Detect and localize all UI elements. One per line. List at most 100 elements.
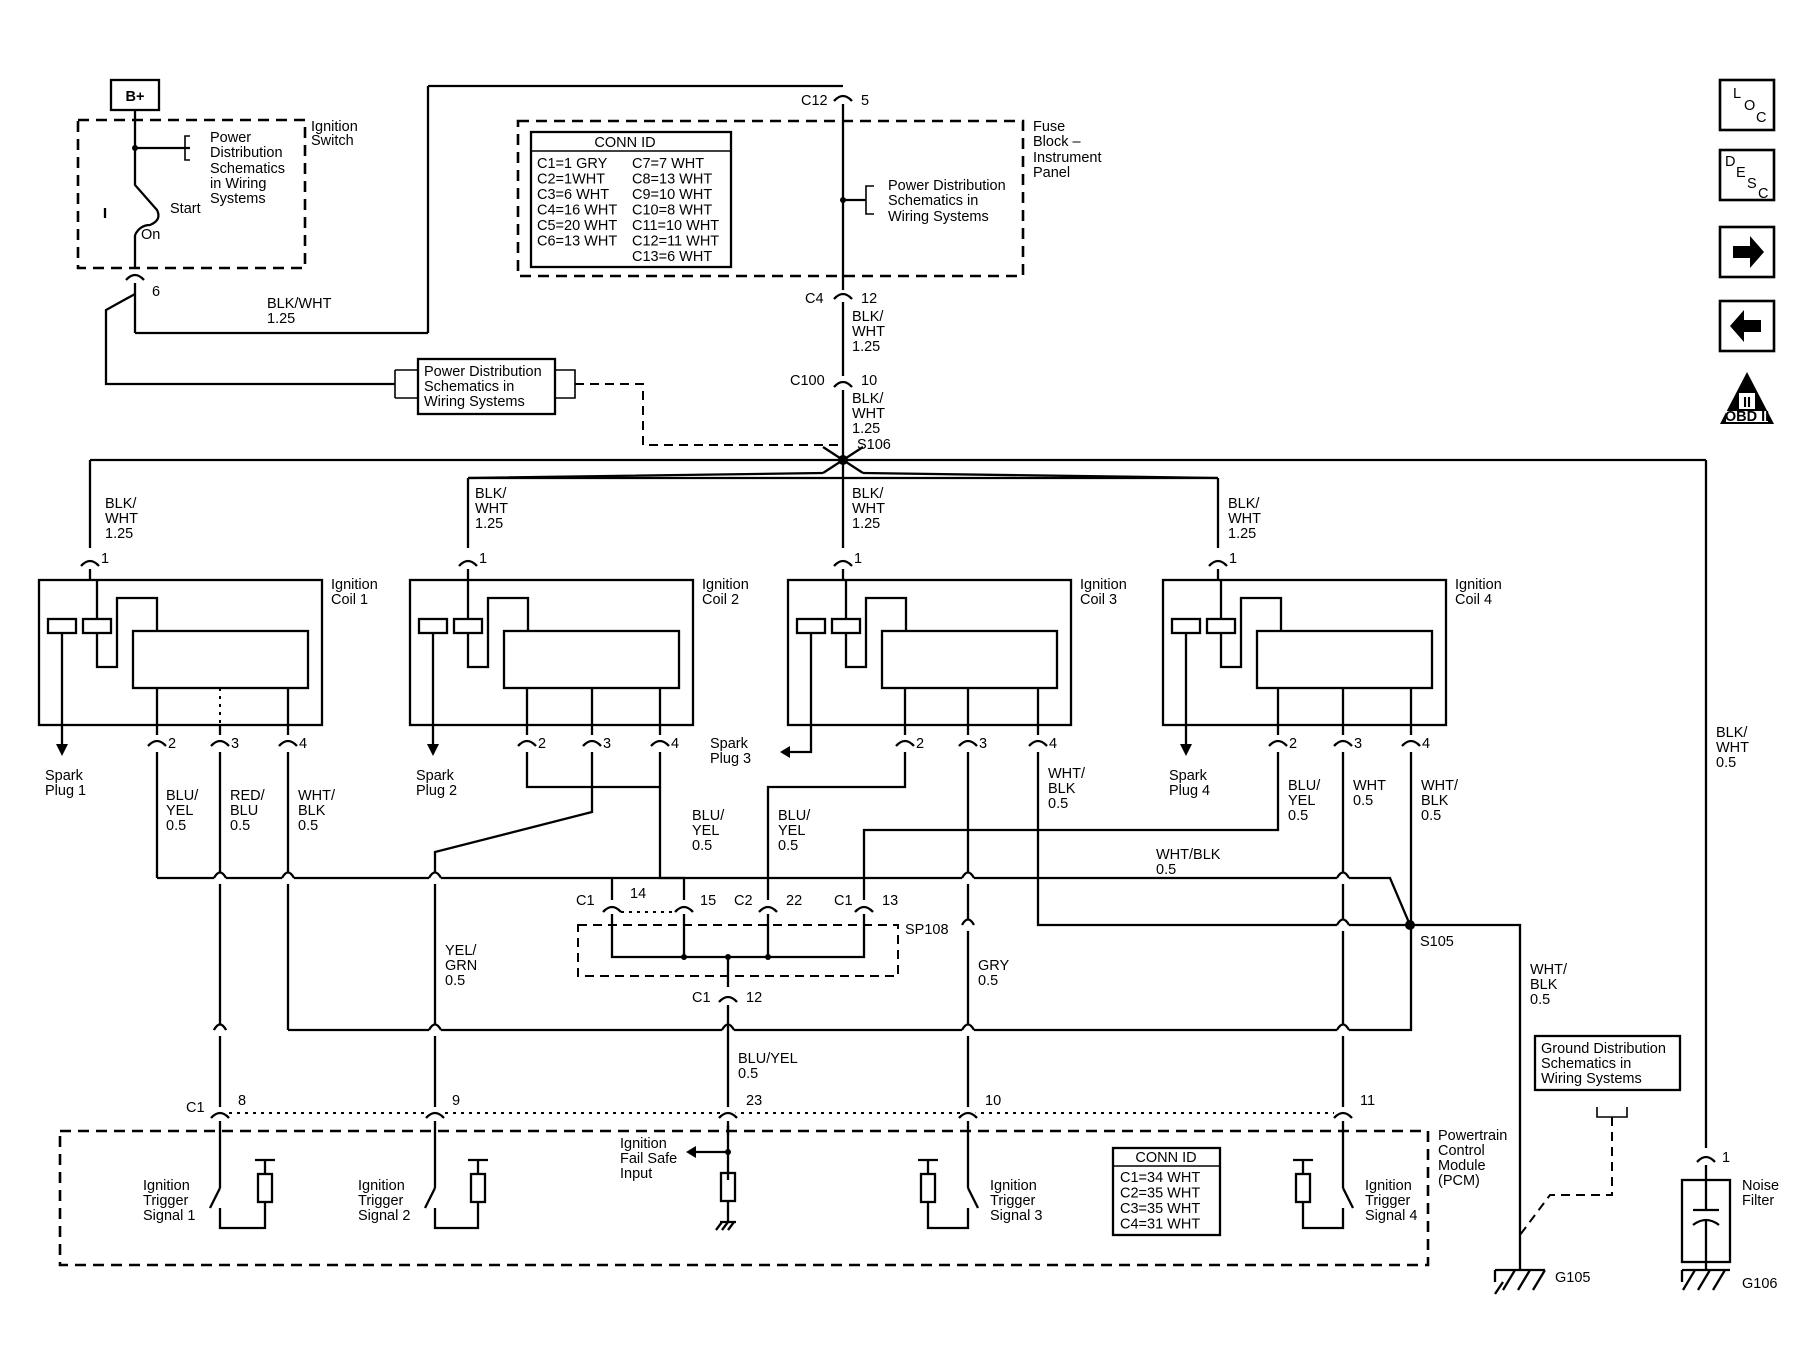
svg-text:Coil 4: Coil 4 <box>1455 592 1492 608</box>
pcm-conn-entry: C4=31 WHT <box>1120 1217 1200 1233</box>
fuse-conn-entry: C13=6 WHT <box>632 249 712 265</box>
svg-text:5: 5 <box>861 93 869 109</box>
svg-text:BLK/: BLK/ <box>1716 725 1748 741</box>
svg-text:On: On <box>141 227 160 243</box>
svg-text:10: 10 <box>985 1093 1001 1109</box>
svg-text:WHT: WHT <box>1228 511 1261 527</box>
svg-text:G105: G105 <box>1555 1270 1590 1286</box>
svg-text:BLK/: BLK/ <box>475 486 507 502</box>
svg-text:C1: C1 <box>186 1100 205 1116</box>
svg-text:6: 6 <box>152 284 160 300</box>
pcm-label: Powertrain <box>1438 1128 1507 1144</box>
svg-text:Ignition: Ignition <box>1365 1178 1412 1194</box>
pcm-pin <box>958 1111 978 1119</box>
svg-text:O: O <box>1744 98 1755 114</box>
svg-text:0.5: 0.5 <box>738 1066 758 1082</box>
obd-ii-icon[interactable]: II OBD II <box>1720 372 1774 425</box>
fuse-conn-entry: C6=13 WHT <box>537 234 617 250</box>
svg-text:Power Distribution: Power Distribution <box>424 364 542 380</box>
svg-text:2: 2 <box>168 736 176 752</box>
svg-text:Schematics in: Schematics in <box>888 193 978 209</box>
svg-text:BLK/: BLK/ <box>105 496 137 512</box>
svg-text:Wiring Systems: Wiring Systems <box>1541 1071 1642 1087</box>
coil-label: Ignition <box>1080 577 1127 593</box>
fail-safe-label: Ignition <box>620 1136 667 1152</box>
svg-text:1: 1 <box>1229 551 1237 567</box>
svg-text:Distribution: Distribution <box>210 145 283 161</box>
fuse-block-label: Fuse <box>1033 119 1065 135</box>
svg-text:Schematics in: Schematics in <box>424 379 514 395</box>
desc-icon[interactable]: D E S C <box>1718 148 1776 202</box>
pcm-pin <box>1333 1111 1353 1119</box>
svg-text:BLK/: BLK/ <box>852 391 884 407</box>
svg-text:WHT: WHT <box>475 501 508 517</box>
svg-text:C100: C100 <box>790 373 825 389</box>
svg-text:BLU/YEL: BLU/YEL <box>738 1051 798 1067</box>
svg-text:YEL: YEL <box>166 803 193 819</box>
svg-text:WHT: WHT <box>852 406 885 422</box>
fuse-conn-entry: C1=1 GRY <box>537 156 608 172</box>
svg-text:Start: Start <box>170 201 201 217</box>
arrow-left-icon[interactable] <box>1718 299 1776 353</box>
sp108-box <box>577 924 899 977</box>
svg-text:9: 9 <box>452 1093 460 1109</box>
svg-text:D: D <box>1725 154 1735 170</box>
svg-text:C: C <box>1756 110 1766 126</box>
svg-text:3: 3 <box>979 736 987 752</box>
svg-text:0.5: 0.5 <box>1421 808 1441 824</box>
svg-text:(PCM): (PCM) <box>1438 1173 1480 1189</box>
svg-text:4: 4 <box>299 736 307 752</box>
spark-plug-label: Spark <box>1169 768 1208 784</box>
ignition-switch-label: Ignition <box>311 119 358 135</box>
svg-text:23: 23 <box>746 1093 762 1109</box>
svg-text:12: 12 <box>746 990 762 1006</box>
svg-text:Coil 2: Coil 2 <box>702 592 739 608</box>
svg-text:0.5: 0.5 <box>1530 992 1550 1008</box>
svg-text:BLK: BLK <box>298 803 326 819</box>
svg-text:10: 10 <box>861 373 877 389</box>
svg-text:1: 1 <box>1722 1150 1730 1166</box>
svg-text:Signal 1: Signal 1 <box>143 1208 195 1224</box>
pcm-conn-id-table <box>1111 1146 1222 1237</box>
svg-text:E: E <box>1736 165 1746 181</box>
svg-text:Trigger: Trigger <box>1365 1193 1411 1209</box>
svg-text:Signal 4: Signal 4 <box>1365 1208 1417 1224</box>
svg-text:C1: C1 <box>692 990 711 1006</box>
svg-text:WHT: WHT <box>852 501 885 517</box>
svg-text:Schematics: Schematics <box>210 161 285 177</box>
pcm-pin <box>425 1111 445 1119</box>
svg-text:Plug 4: Plug 4 <box>1169 783 1210 799</box>
arrow-right-icon[interactable] <box>1718 225 1776 279</box>
svg-text:0.5: 0.5 <box>166 818 186 834</box>
svg-text:BLK: BLK <box>1421 793 1449 809</box>
loc-icon[interactable]: L O C <box>1718 78 1776 132</box>
svg-text:S: S <box>1747 176 1757 192</box>
splice-s105 <box>1405 920 1415 930</box>
svg-text:3: 3 <box>603 736 611 752</box>
svg-text:2: 2 <box>538 736 546 752</box>
svg-text:S106: S106 <box>857 437 891 453</box>
svg-text:2: 2 <box>916 736 924 752</box>
ignition-switch-box <box>76 118 307 270</box>
svg-text:1: 1 <box>101 551 109 567</box>
fuse-conn-entry: C3=6 WHT <box>537 187 609 203</box>
fuse-conn-entry: C7=7 WHT <box>632 156 704 172</box>
coil-label: Ignition <box>702 577 749 593</box>
svg-text:WHT/: WHT/ <box>1048 766 1086 782</box>
svg-text:L: L <box>1733 86 1741 102</box>
spark-plug-label: Spark <box>45 768 84 784</box>
svg-text:Wiring Systems: Wiring Systems <box>424 394 525 410</box>
svg-text:Signal 3: Signal 3 <box>990 1208 1042 1224</box>
svg-text:0.5: 0.5 <box>230 818 250 834</box>
svg-text:1: 1 <box>854 551 862 567</box>
svg-text:1: 1 <box>479 551 487 567</box>
svg-text:1.25: 1.25 <box>267 311 295 327</box>
svg-text:WHT: WHT <box>1716 740 1749 756</box>
svg-text:CONN ID: CONN ID <box>1135 1150 1196 1166</box>
svg-text:Ground Distribution: Ground Distribution <box>1541 1041 1666 1057</box>
